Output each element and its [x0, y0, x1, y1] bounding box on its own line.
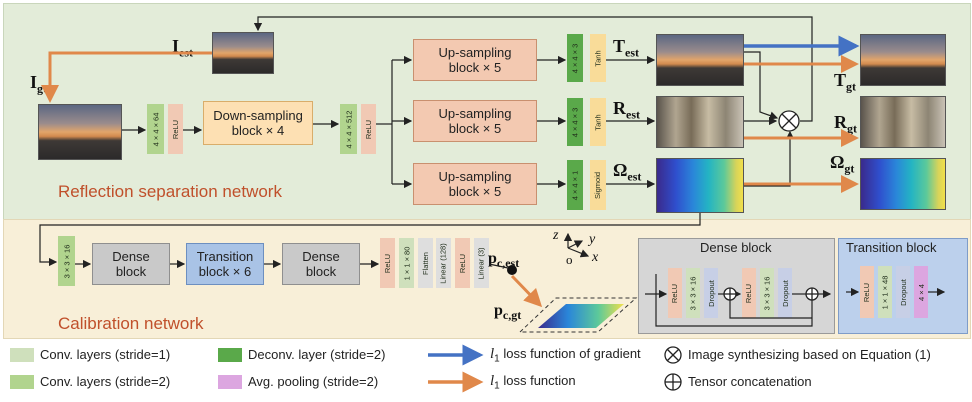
legend-deconv: Deconv. layer (stride=2) [248, 347, 386, 362]
label-omega-gt: Ωgt [830, 152, 855, 176]
deconv-t: 4 × 4 × 3 [567, 34, 583, 82]
legend-swatch-conv1 [10, 348, 34, 362]
transition-detail-pool: 4 × 4 [914, 266, 928, 318]
dense-detail-relu-2: ReLU [742, 268, 756, 318]
r-gt-image [860, 96, 946, 148]
layer-relu-3: ReLU [380, 238, 395, 288]
r-est-image [656, 96, 744, 148]
transition-block-detail-title: Transition block [846, 240, 937, 255]
legend-grad-loss: l1 loss function of gradient [490, 346, 641, 365]
transition-detail-conv: 1 × 1 × 48 [878, 266, 892, 318]
omega-est-image [656, 158, 744, 213]
estimated-image [212, 32, 274, 74]
deconv-omega: 4 × 4 × 1 [567, 160, 583, 210]
dense-detail-dropout-2: Dropout [778, 268, 792, 318]
legend-swatch-pool [218, 375, 242, 389]
layer-conv-1x1x80: 1 × 1 × 80 [399, 238, 414, 288]
section-title-calibration: Calibration network [58, 314, 204, 333]
layer-relu-4: ReLU [455, 238, 470, 288]
layer-flatten: Flatten [418, 238, 433, 288]
dense-detail-conv-2: 3 × 3 × 16 [760, 268, 774, 318]
section-title-reflection: Reflection separation network [58, 182, 282, 201]
layer-conv-3x3x16: 3 × 3 × 16 [58, 236, 75, 286]
layer-relu-2: ReLU [361, 104, 376, 154]
layer-relu-1: ReLU [168, 104, 183, 154]
dense-block-detail-title: Dense block [700, 240, 772, 255]
label-t-est: Test [613, 36, 640, 60]
dense-detail-dropout-1: Dropout [704, 268, 718, 318]
tanh-r: Tanh [590, 98, 606, 146]
transition-detail-relu: ReLU [860, 266, 874, 318]
upsampling-block-omega: Up-sampling block × 5 [413, 163, 537, 205]
legend-l1-loss: l1 loss function [490, 373, 576, 392]
legend-pool: Avg. pooling (stride=2) [248, 374, 379, 389]
axis-x-label: x [592, 250, 599, 265]
label-r-est: Rest [613, 98, 640, 122]
legend-conv1: Conv. layers (stride=1) [40, 347, 171, 362]
legend-conv2: Conv. layers (stride=2) [40, 374, 171, 389]
transition-detail-dropout: Dropout [896, 266, 910, 318]
legend-swatch-conv2 [10, 375, 34, 389]
axis-z-label: z [553, 228, 559, 243]
legend-concat: Tensor concatenation [688, 374, 812, 389]
tanh-t: Tanh [590, 34, 606, 82]
label-omega-est: Ωest [613, 160, 642, 184]
dense-detail-conv-1: 3 × 3 × 16 [686, 268, 700, 318]
omega-gt-image [860, 158, 946, 210]
axis-y-label: y [589, 232, 596, 247]
legend-swatch-deconv [218, 348, 242, 362]
input-image-gt [38, 104, 122, 160]
layer-conv-4x4x64: 4 × 4 × 64 [147, 104, 164, 154]
transition-block: Transition block × 6 [186, 243, 264, 285]
layer-conv-4x4x512: 4 × 4 × 512 [340, 104, 357, 154]
dense-block-2: Dense block [282, 243, 360, 285]
t-gt-image [860, 34, 946, 86]
label-pc-gt: pc,gt [494, 302, 522, 323]
upsampling-block-t: Up-sampling block × 5 [413, 39, 537, 81]
legend-synth: Image synthesizing based on Equation (1) [688, 347, 931, 362]
dense-detail-relu-1: ReLU [668, 268, 682, 318]
upsampling-block-r: Up-sampling block × 5 [413, 100, 537, 142]
layer-linear-3: Linear (3) [474, 238, 489, 288]
deconv-r: 4 × 4 × 3 [567, 98, 583, 146]
sigmoid-omega: Sigmoid [590, 160, 606, 210]
downsampling-block: Down-sampling block × 4 [203, 101, 313, 145]
label-t-gt: Tgt [834, 70, 857, 94]
dense-block-1: Dense block [92, 243, 170, 285]
label-r-gt: Rgt [834, 112, 857, 136]
layer-linear-128: Linear (128) [436, 238, 451, 288]
axis-o-label: o [566, 252, 573, 267]
t-est-image [656, 34, 744, 86]
